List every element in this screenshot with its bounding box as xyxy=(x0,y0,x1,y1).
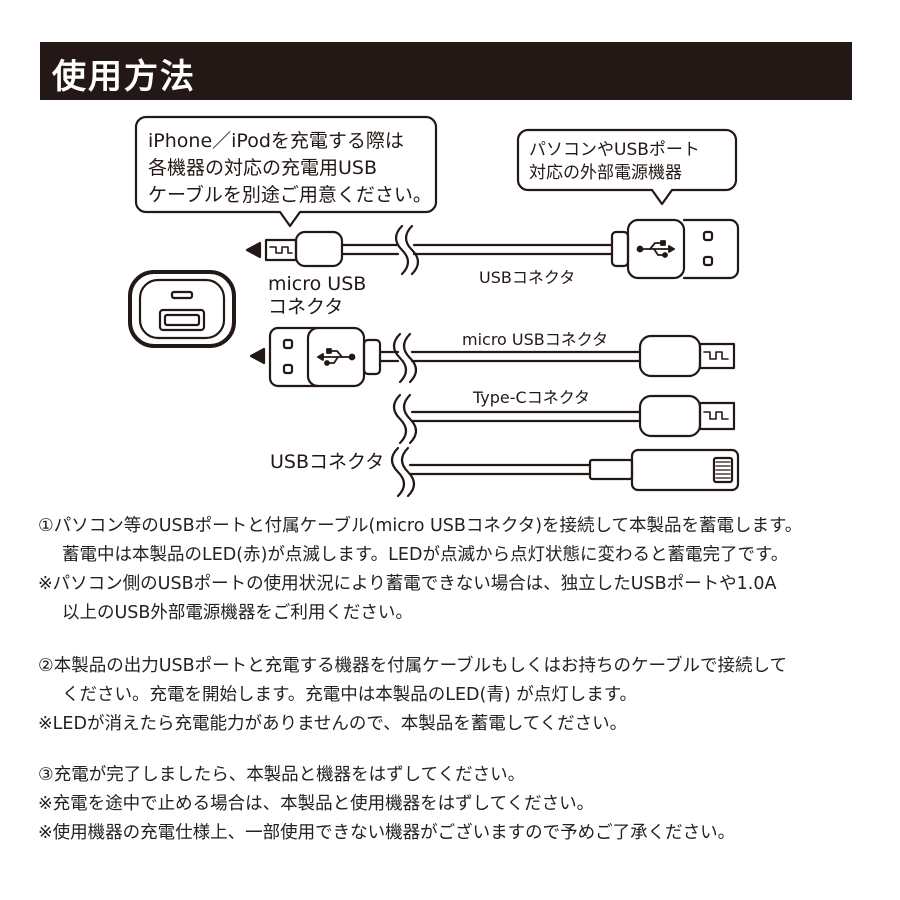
label-micro-usb-left-1: micro USB xyxy=(268,273,366,295)
step3: ③充電が完了しましたら、本製品と機器をはずしてください。 xyxy=(38,765,526,785)
step2-line2: ください。充電を開始します。充電中は本製品のLED(青) が点灯します。 xyxy=(62,685,637,705)
arrow-left-icon xyxy=(245,241,262,259)
step2-line1: ②本製品の出力USBポートと充電する機器を付属ケーブルもしくはお持ちのケーブルで… xyxy=(38,656,787,676)
right-callout: パソコンやUSBポート 対応の外部電源機器 xyxy=(516,128,738,206)
arrow-left-icon xyxy=(249,347,266,365)
step1-line2: 蓄電中は本製品のLED(赤)が点滅します。LEDが点滅から点灯状態に変わると蓄電… xyxy=(62,545,789,565)
note1-line1: ※パソコン側のUSBポートの使用状況により蓄電できない場合は、独立したUSBポー… xyxy=(38,574,777,594)
cable-break-icon xyxy=(394,224,410,276)
type-c-plug-head xyxy=(698,401,736,431)
type-c-plug-body xyxy=(638,394,702,438)
step1-line1: ①パソコン等のUSBポートと付属ケーブル(micro USBコネクタ)を接続して… xyxy=(38,516,803,536)
lightning-plug-tip xyxy=(712,456,734,484)
section-title-bar: 使用方法 xyxy=(40,42,852,100)
instructions: ①パソコン等のUSBポートと付属ケーブル(micro USBコネクタ)を接続して… xyxy=(38,512,868,848)
device-port-icon xyxy=(128,270,236,348)
right-callout-line2: 対応の外部電源機器 xyxy=(529,163,682,183)
micro-usb-plug-head-branch xyxy=(698,342,736,370)
usb-a-plug-metal-bottom xyxy=(268,326,320,388)
micro-usb-plug-head xyxy=(264,238,298,262)
label-micro-usb-cable: micro USBコネクタ xyxy=(462,330,608,349)
section-title: 使用方法 xyxy=(52,57,196,97)
right-callout-line1: パソコンやUSBポート xyxy=(529,140,700,160)
connection-diagram: iPhone／iPodを充電する際は 各機器の対応の充電用USB ケーブルを別途… xyxy=(128,115,740,498)
note3: ※充電を途中で止める場合は、本製品と使用機器をはずしてください。 xyxy=(38,794,595,814)
usb-symbol-icon xyxy=(317,348,356,366)
left-callout-line3: ケーブルを別途ご用意ください。 xyxy=(148,183,432,206)
usb-a-plug-metal-top xyxy=(682,218,740,280)
micro-usb-plug-body xyxy=(294,230,344,268)
note2: ※LEDが消えたら充電能力がありませんので、本製品を蓄電してください。 xyxy=(38,714,628,734)
micro-usb-plug-body-branch xyxy=(638,334,702,378)
left-callout-line2: 各機器の対応の充電用USB xyxy=(148,157,377,179)
note4: ※使用機器の充電仕様上、一部使用できない機器がございますので予めご了承ください。 xyxy=(38,823,736,843)
cable-top xyxy=(245,218,740,280)
usb-a-plug-top xyxy=(626,218,686,280)
label-usb-connector-top: USBコネクタ xyxy=(479,268,575,287)
label-type-c: Type-Cコネクタ xyxy=(472,388,590,407)
label-usb-connector-bottom: USBコネクタ xyxy=(270,451,384,473)
left-callout-line1: iPhone／iPodを充電する際は xyxy=(148,130,404,152)
cable-bottom xyxy=(249,326,740,498)
lightning-plug-body xyxy=(630,448,740,492)
usb-symbol-icon xyxy=(636,240,675,258)
left-callout: iPhone／iPodを充電する際は 各機器の対応の充電用USB ケーブルを別途… xyxy=(134,115,438,228)
note1-line2: 以上のUSB外部電源機器をご利用ください。 xyxy=(62,603,413,623)
label-micro-usb-left-2: コネクタ xyxy=(268,296,343,318)
usb-a-plug-body-top xyxy=(610,230,630,268)
